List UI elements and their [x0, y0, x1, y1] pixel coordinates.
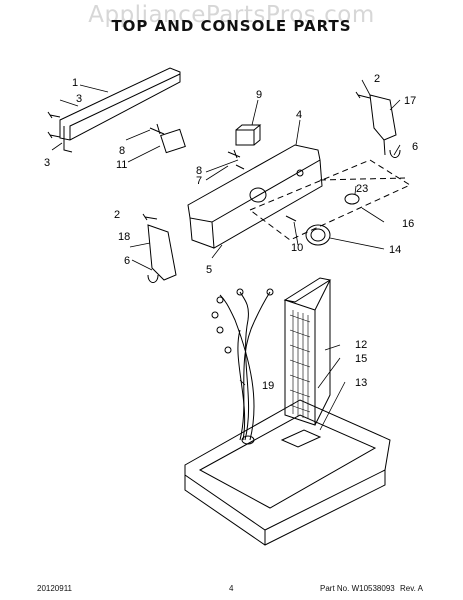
page-title: TOP AND CONSOLE PARTS [111, 17, 352, 35]
control-knob-part [235, 124, 262, 146]
console [187, 144, 323, 249]
callout-16: 16 [402, 218, 414, 230]
callout-11: 11 [116, 159, 127, 171]
footer-part-no: Part No. W10538093 [320, 584, 395, 593]
rear-console-panel [59, 67, 181, 153]
knob-assembly [285, 193, 360, 246]
footer-rev: Rev. A [400, 584, 423, 593]
callout-8a: 8 [119, 145, 125, 157]
callout-1: 1 [72, 77, 78, 89]
callout-3a: 3 [76, 93, 82, 105]
end-cap-bracket-left [147, 224, 177, 283]
callout-18: 18 [118, 231, 130, 243]
callout-5: 5 [206, 264, 212, 276]
callout-8b: 8 [196, 165, 202, 177]
callout-13: 13 [355, 377, 367, 389]
callout-3b: 3 [44, 157, 50, 169]
dashed-console-outline [249, 159, 412, 241]
wire-harness [211, 288, 274, 441]
callout-19: 19 [262, 380, 274, 392]
end-cap-bracket-right [355, 91, 401, 158]
callout-6b: 6 [124, 255, 130, 267]
callout-15: 15 [355, 353, 367, 365]
callout-17: 17 [404, 95, 416, 107]
callout-2b: 2 [114, 209, 120, 221]
leader-lines [51, 79, 401, 431]
screw-group-left [47, 111, 158, 221]
callout-12: 12 [355, 339, 367, 351]
callout-9: 9 [256, 89, 262, 101]
top-panel [184, 399, 391, 546]
callout-23: 23 [356, 183, 368, 195]
callout-10: 10 [291, 242, 303, 254]
callout-14: 14 [389, 244, 401, 256]
switch-assembly [149, 123, 245, 170]
callout-7: 7 [196, 175, 202, 187]
callout-labels: 1 2 3 3 4 5 6 7 8 8 9 10 11 12 13 14 15 … [44, 73, 418, 392]
watermark: AppliancePartsPros.com [88, 2, 375, 28]
footer-page: 4 [229, 584, 234, 593]
callout-6a: 6 [412, 141, 418, 153]
callout-2a: 2 [374, 73, 380, 85]
footer-date: 20120911 [37, 584, 72, 593]
callout-4: 4 [296, 109, 302, 121]
